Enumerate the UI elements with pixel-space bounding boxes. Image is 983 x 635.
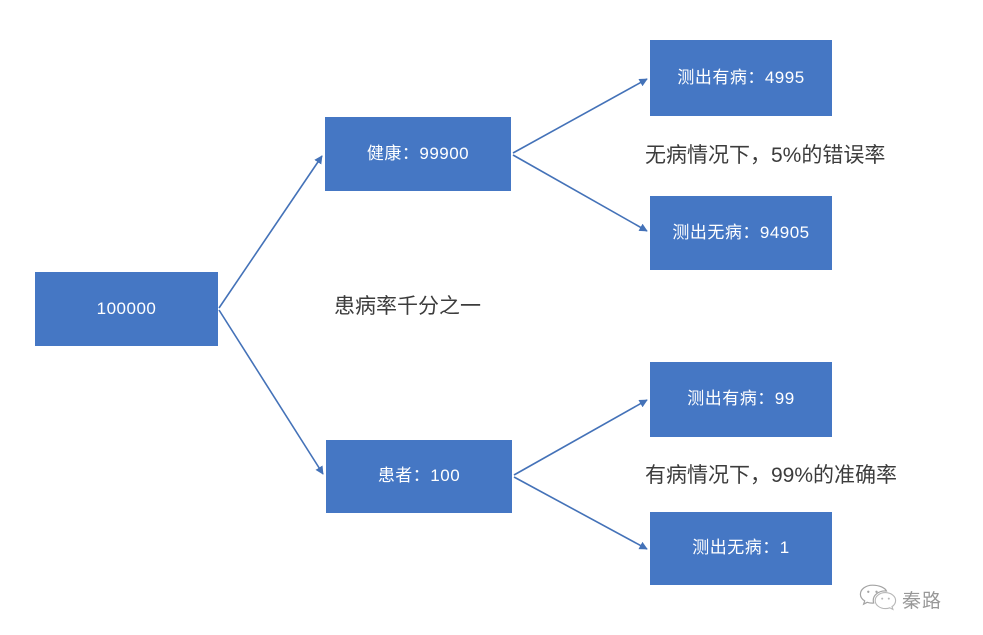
edge-healthy-to-negative: [512, 154, 648, 232]
node-label: 测出有病：4995: [677, 67, 805, 87]
node-healthy-tested-negative[interactable]: 测出无病：94905: [650, 196, 832, 270]
annotation-true-positive-rate: 有病情况下，99%的准确率: [645, 464, 898, 487]
node-label: 测出无病：94905: [672, 222, 810, 242]
annotation-prevalence: 患病率千分之一: [334, 295, 481, 318]
node-healthy-tested-positive[interactable]: 测出有病：4995: [650, 40, 832, 116]
watermark: 秦路: [858, 576, 976, 622]
edge-root-to-healthy: [218, 155, 323, 309]
node-patient-tested-positive[interactable]: 测出有病：99: [650, 362, 832, 437]
wechat-icon: [858, 582, 898, 617]
edge-patient-to-negative: [513, 476, 648, 550]
edge-healthy-to-positive: [512, 78, 648, 154]
node-label: 测出有病：99: [687, 389, 795, 409]
node-label: 测出无病：1: [692, 538, 790, 558]
node-patient-group[interactable]: 患者：100: [326, 440, 512, 513]
annotation-false-positive-rate: 无病情况下，5%的错误率: [645, 144, 886, 167]
edge-root-to-patient: [218, 309, 324, 475]
node-total-population[interactable]: 100000: [35, 272, 218, 346]
edge-patient-to-positive: [513, 399, 648, 476]
node-patient-tested-negative[interactable]: 测出无病：1: [650, 512, 832, 585]
node-healthy-group[interactable]: 健康：99900: [325, 117, 511, 191]
node-label: 100000: [96, 298, 157, 318]
watermark-text: 秦路: [902, 590, 943, 612]
node-label: 健康：99900: [366, 143, 470, 163]
node-label: 患者：100: [377, 466, 461, 486]
